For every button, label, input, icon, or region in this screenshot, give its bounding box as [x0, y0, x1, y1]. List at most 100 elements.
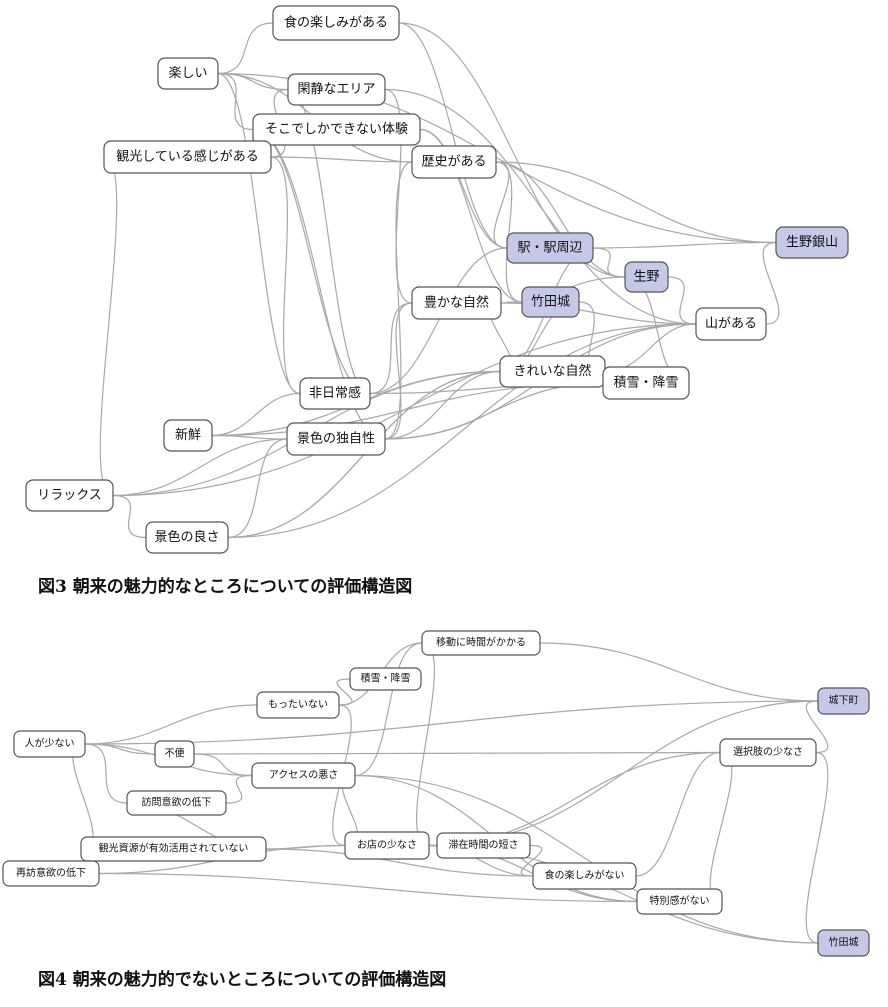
diagram2-node-box	[2, 860, 100, 887]
diagram1-node-label: 竹田城	[531, 295, 570, 310]
diagram1-edge-kanko-rekishi	[270, 156, 413, 163]
diagram2-node-mottainai: もったいない	[256, 691, 340, 719]
diagram2-node-box	[421, 630, 541, 656]
diagram1-node-label: 積雪・降雪	[613, 376, 678, 391]
diagram1-node-box	[103, 140, 272, 174]
diagram2-node-box	[126, 790, 227, 816]
diagram1-node-box	[272, 5, 400, 41]
diagram1-node-eki: 駅・駅周辺	[506, 232, 594, 264]
diagram1-node-label: 生野	[633, 270, 659, 285]
diagram1-node-box	[25, 479, 114, 512]
diagram1-node-takeda: 竹田城	[521, 286, 580, 318]
diagram1-node-box	[157, 57, 219, 90]
diagram1-node-box	[624, 261, 669, 293]
diagram2-node-saihoumon: 再訪意欲の低下	[2, 860, 100, 887]
diagram2-node-box	[349, 667, 422, 691]
diagram1-edge-kirei-dokuji	[384, 370, 501, 440]
diagram1-node-box	[602, 366, 690, 400]
diagram1-node-box	[145, 521, 229, 554]
diagram1-node-label: 観光している感じがある	[116, 149, 259, 165]
diagram2-node-label: 再訪意欲の低下	[16, 866, 86, 879]
diagram1-edge-relax-yosa	[112, 494, 147, 539]
diagram2-edge-mottainai-sekisetsu2	[336, 678, 353, 706]
diagram1-edge-kanko-hinichijo	[270, 156, 301, 395]
diagram1-node-hinichijo: 非日常感	[299, 377, 371, 410]
diagram1-node-label: 生野銀山	[786, 235, 838, 250]
diagram2-edge-access-idou	[354, 642, 423, 777]
diagram1-node-box	[506, 232, 594, 264]
diagram1-node-yutaka: 豊かな自然	[411, 286, 502, 320]
diagram1-node-label: そこでしかできない体験	[265, 122, 408, 137]
diagram1-node-kirei: きれいな自然	[499, 355, 606, 388]
diagram1-edge-ikuno-yama	[667, 276, 697, 325]
diagram2-node-label: 城下町	[829, 695, 859, 707]
diagram2-edge-fuben-access	[193, 753, 253, 777]
diagram1-edge-tanoshii-shoku	[217, 22, 274, 75]
diagram1-edge-yutaka-takeda	[500, 301, 523, 304]
diagram2-node-box	[80, 836, 267, 862]
diagram1-node-label: 豊かな自然	[424, 295, 489, 311]
diagram1-edge-hinichijo-shinsen	[211, 392, 301, 437]
diagram1-edge-eki-ikuno	[592, 247, 626, 278]
diagram1-edge-yosa-yama	[227, 323, 697, 539]
diagram2-node-box	[719, 738, 817, 767]
diagram2-edge-omise-sentakushi	[428, 751, 721, 847]
diagram1-edge-kanko-relax	[99, 156, 118, 497]
diagram2-edge-hitogasukunai-jokamachi	[84, 700, 819, 745]
diagram2-node-label: 不便	[165, 747, 185, 760]
diagram1-node-label: リラックス	[37, 488, 102, 503]
diagram2-node-label: 訪問意欲の低下	[142, 796, 212, 809]
diagram1-node-box	[299, 377, 371, 410]
diagram2-node-label: アクセスの悪さ	[269, 769, 339, 781]
diagram2-node-idou: 移動に時間がかかる	[421, 630, 541, 656]
diagram1-edge-rekishi-ikunoginzan	[495, 161, 777, 244]
diagram2-edge-kankoshigen-shokunashi	[265, 848, 534, 877]
diagram1-node-relax: リラックス	[25, 479, 114, 512]
diagram2-node-box	[817, 929, 870, 957]
diagram1-edge-dokuji-relax	[112, 438, 288, 497]
diagram1-node-label: 新鮮	[175, 427, 201, 443]
diagram2-node-box	[636, 888, 723, 915]
diagram1-node-label: 山がある	[705, 317, 757, 332]
diagram2-node-omise: お店の少なさ	[344, 831, 430, 860]
diagram1-node-box	[287, 73, 386, 106]
diagram1-node-sokodeshika: そこでしかできない体験	[252, 113, 421, 146]
diagram1-node-label: 食の楽しみがある	[284, 15, 388, 31]
diagram1-edge-eki-ikunoginzan	[592, 241, 777, 249]
diagram2-node-box	[251, 762, 356, 789]
diagram2-node-houmon: 訪問意欲の低下	[126, 790, 227, 816]
diagram1-node-yosa: 景色の良さ	[145, 521, 229, 554]
diagram1-edge-yama-kirei	[604, 323, 697, 373]
diagram1-edge-shoku-ikuno	[398, 22, 626, 278]
diagram1-node-label: 歴史がある	[421, 155, 486, 170]
diagram1-node-label: 閑静なエリア	[297, 82, 375, 97]
diagram1-node-box	[286, 422, 386, 456]
diagram2-node-fuben: 不便	[154, 740, 195, 768]
diagram2-node-sentakushi: 選択肢の少なさ	[719, 738, 817, 767]
diagram1-node-box	[252, 113, 421, 146]
diagram1-edge-yutaka-hinichijo	[369, 302, 413, 395]
diagram1-node-shoku: 食の楽しみがある	[272, 5, 400, 41]
diagram1-nodes: 食の楽しみがある楽しい閑静なエリアそこでしかできない体験観光している感じがある歴…	[25, 5, 849, 554]
diagram1-edge-rekishi-takeda	[495, 161, 523, 303]
diagram2-edge-saihoumon-tokubetsu	[98, 872, 638, 903]
diagram2-node-label: 食の楽しみがない	[545, 869, 625, 882]
diagram2-node-box	[13, 730, 86, 758]
diagram1-edge-dokuji-yosa	[227, 438, 288, 539]
diagram1-node-shinsen: 新鮮	[163, 419, 213, 452]
diagram1-edges	[99, 22, 780, 539]
diagram2-node-label: もったいない	[268, 699, 328, 711]
diagram2-edge-mottainai-hitogasukunai	[84, 704, 258, 745]
diagram1-edge-rekishi-ikuno	[495, 161, 626, 278]
diagram1-edge-ikunoginzan-yama	[762, 241, 780, 325]
diagram2-node-label: お店の少なさ	[357, 838, 417, 851]
diagram1-edge-dokuji-shinsen	[211, 434, 288, 440]
diagram1-node-box	[775, 226, 849, 259]
diagram2-node-shokunashi: 食の楽しみがない	[532, 862, 637, 890]
diagram1-node-label: きれいな自然	[513, 363, 591, 379]
diagram1-node-yama: 山がある	[695, 307, 767, 341]
diagram2-edge-hitogasukunai-houmon	[84, 743, 128, 804]
diagram1-node-ikunoginzan: 生野銀山	[775, 226, 849, 259]
diagram2-node-box	[344, 831, 430, 860]
